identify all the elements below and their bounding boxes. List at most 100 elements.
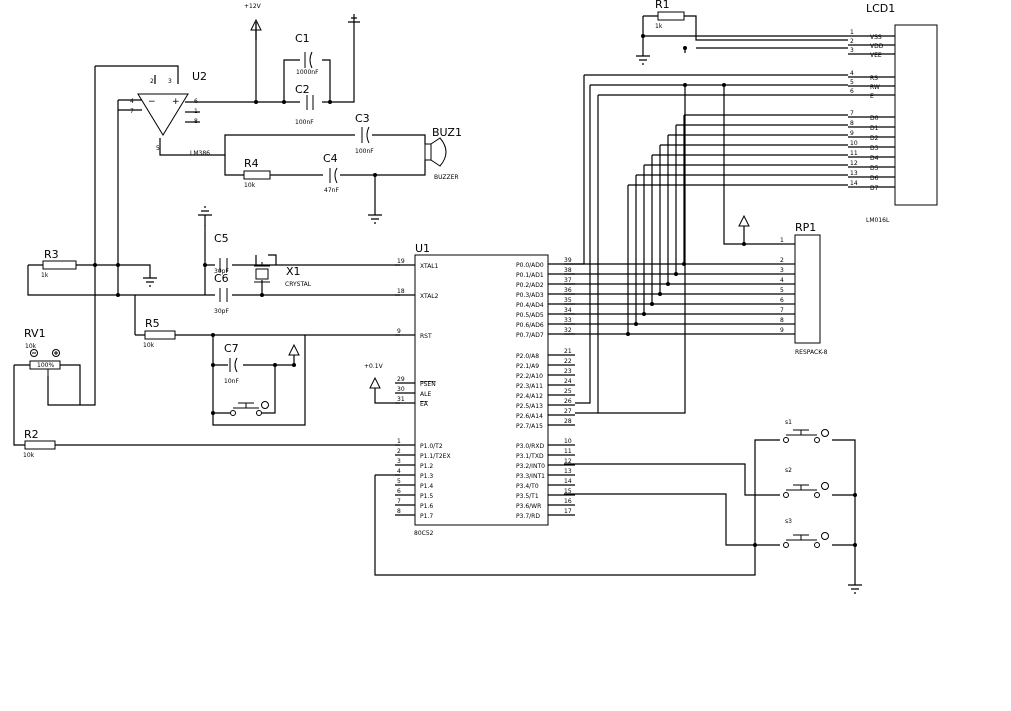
amplifier-u2[interactable]: − + U2 LM386 2 3 4 7 6 1 8 5	[130, 70, 210, 157]
rp1-pin-number: 1	[780, 237, 784, 244]
capacitor-c5[interactable]: C5 30pF	[214, 232, 229, 275]
switch-s3[interactable]: s3	[783, 518, 829, 548]
rv1-percent: 100%	[37, 362, 54, 369]
u1-left-pins: 19XTAL118XTAL29RST29PSEN30ALE31EA1P1.0/T…	[395, 258, 451, 520]
u1-pin-number: 16	[564, 498, 572, 505]
capacitor-c4[interactable]: C4 47nF	[323, 152, 339, 194]
capacitor-c1[interactable]: C1 1000nF	[295, 32, 319, 76]
lcd-pin-number: 12	[850, 160, 858, 167]
u1-pin-name: P0.6/AD6	[516, 322, 544, 329]
u1-pin-number: 35	[564, 297, 572, 304]
power-symbols: +12V +0.1V	[143, 3, 862, 594]
x1-part: CRYSTAL	[285, 281, 312, 288]
lcd-pin-name: D6	[870, 175, 879, 182]
u1-pin-number: 4	[397, 468, 401, 475]
r2-ref: R2	[24, 428, 39, 441]
resistor-r3[interactable]: R3 1k	[41, 248, 77, 279]
svg-text:2: 2	[150, 78, 154, 85]
r2-value: 10k	[23, 452, 35, 459]
lcd-pin-name: RS	[870, 75, 878, 82]
u1-pin-number: 6	[397, 488, 401, 495]
u1-part: 80C52	[414, 530, 434, 537]
ground-buzzer	[368, 214, 382, 224]
u1-pin-number: 14	[564, 478, 572, 485]
u1-pin-name: P2.6/A14	[516, 413, 543, 420]
u2-plus: +	[172, 97, 180, 107]
u1-pin-number: 27	[564, 408, 572, 415]
svg-text:7: 7	[130, 108, 134, 115]
u1-pin-name: XTAL1	[420, 263, 439, 270]
lcd-pin-name: RW	[870, 84, 880, 91]
s1-label: s1	[785, 419, 792, 426]
capacitor-c7[interactable]: C7 10nF	[224, 342, 239, 385]
c1-value: 1000nF	[296, 69, 319, 76]
lcd-pin-number: 4	[850, 70, 854, 77]
c3-ref: C3	[355, 112, 370, 125]
u2-minus: −	[148, 97, 156, 107]
x1-ref: X1	[286, 265, 301, 278]
u1-pin-number: 19	[397, 258, 405, 265]
u1-pin-name: P1.4	[420, 483, 433, 490]
power-arrow-reset	[288, 343, 300, 356]
rp1-pin-number: 6	[780, 297, 784, 304]
u1-pin-name: P0.3/AD3	[516, 292, 544, 299]
lcd-pin-name: VSS	[870, 34, 882, 41]
r3-ref: R3	[44, 248, 59, 261]
lcd1-ref: LCD1	[866, 2, 895, 15]
capacitor-c2[interactable]: C2 100nF	[295, 83, 314, 126]
vcc-01v-label: +0.1V	[364, 363, 384, 370]
u1-pin-name: P3.3/INT1	[516, 473, 545, 480]
u1-pin-number: 36	[564, 287, 572, 294]
junction-dots	[93, 34, 857, 547]
lcd-pin-number: 14	[850, 180, 858, 187]
buzzer-buz1[interactable]: BUZ1 BUZZER	[424, 126, 462, 181]
svg-text:6: 6	[194, 98, 198, 105]
lcd-pin-name: VEE	[870, 52, 882, 59]
u1-pin-name: P3.5/T1	[516, 493, 539, 500]
u1-pin-number: 26	[564, 398, 572, 405]
potentiometer-rv1[interactable]: RV1 10k 100%	[24, 327, 61, 376]
u1-pin-number: 3	[397, 458, 401, 465]
switch-s2[interactable]: s2	[783, 467, 829, 498]
lcd-pin-name: D7	[870, 185, 879, 192]
u1-pin-number: 39	[564, 257, 572, 264]
c3-value: 100nF	[355, 148, 374, 155]
u1-pin-number: 2	[397, 448, 401, 455]
resistor-r5[interactable]: R5 10k	[143, 317, 176, 349]
switch-s1[interactable]: s1	[783, 419, 829, 443]
u1-pin-name: P2.0/A8	[516, 353, 539, 360]
rv1-ref: RV1	[24, 327, 46, 340]
u1-pin-number: 17	[564, 508, 572, 515]
resistor-r4[interactable]: R4 10k	[243, 157, 271, 189]
c5-value: 30pF	[214, 268, 229, 275]
c1-ref: C1	[295, 32, 310, 45]
resistor-r2[interactable]: R2 10k	[23, 428, 56, 459]
u1-pin-number: 33	[564, 317, 572, 324]
u1-pin-name: P0.0/AD0	[516, 262, 544, 269]
u1-pin-name: XTAL2	[420, 293, 439, 300]
u1-pin-number: 8	[397, 508, 401, 515]
lcd-pin-number: 8	[850, 120, 854, 127]
lcd-pin-number: 6	[850, 88, 854, 95]
u1-pin-name: P1.5	[420, 493, 433, 500]
u1-pin-number: 30	[397, 386, 405, 393]
c6-value: 30pF	[214, 308, 229, 315]
capacitor-c3[interactable]: C3 100nF	[355, 112, 374, 155]
u1-pin-name: P3.4/T0	[516, 483, 539, 490]
u1-pin-name: P1.1/T2EX	[420, 453, 451, 460]
resistor-r1[interactable]: R1 1k	[655, 0, 685, 30]
u1-ref: U1	[415, 242, 430, 255]
capacitor-c6[interactable]: C6 30pF	[214, 272, 229, 315]
lcd1[interactable]: LCD1 LM016L 1VSS2VDD3VEE4RS5RW6E7D08D19D…	[848, 2, 938, 224]
u1-pin-number: 15	[564, 488, 572, 495]
reset-switch[interactable]	[230, 401, 269, 416]
u1-pin-number: 5	[397, 478, 401, 485]
microcontroller-u1[interactable]: U1 80C52 19XTAL118XTAL29RST29PSEN30ALE31…	[395, 242, 575, 537]
crystal-x1[interactable]: X1 CRYSTAL	[254, 262, 312, 288]
u1-pin-number: 29	[397, 376, 405, 383]
ground-r1	[636, 55, 650, 65]
u1-pin-number: 18	[397, 288, 405, 295]
r1-value: 1k	[655, 23, 663, 30]
vcc-12v-label: +12V	[244, 3, 262, 10]
